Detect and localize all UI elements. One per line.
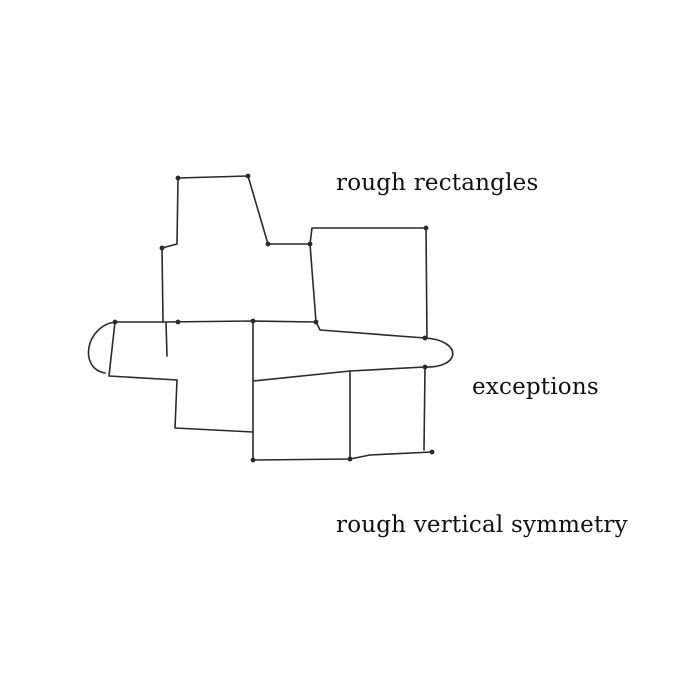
vertex-dot bbox=[422, 364, 428, 370]
rough-rectangles-label: rough rectangles bbox=[336, 170, 539, 196]
vertex-dot bbox=[313, 319, 319, 325]
vertex-dot bbox=[175, 175, 181, 181]
vertex-dot bbox=[159, 245, 165, 251]
exceptions-label: exceptions bbox=[472, 374, 599, 400]
main-horizontal-band-outline bbox=[114, 320, 426, 339]
inner-dividing-line bbox=[252, 366, 426, 382]
right-tall-rectangle-outline bbox=[309, 227, 428, 339]
right-rounded-end-cap bbox=[424, 337, 454, 368]
vertex-dot bbox=[175, 319, 181, 325]
left-rounded-end-cap bbox=[87, 321, 116, 374]
vertex-dot bbox=[423, 225, 429, 231]
vertex-dot bbox=[422, 335, 428, 341]
right-lower-rectangle-outline bbox=[252, 366, 433, 461]
vertex-dot bbox=[307, 241, 313, 247]
vertex-dot bbox=[250, 318, 256, 324]
vertex-dot bbox=[347, 456, 353, 462]
band-tick-mark bbox=[165, 321, 168, 357]
vertex-dot bbox=[429, 449, 435, 455]
rough-vertical-symmetry-label: rough vertical symmetry bbox=[336, 512, 628, 538]
left-end-vertical-edge bbox=[108, 321, 178, 381]
vertex-dot bbox=[250, 457, 256, 463]
left-lower-rectangle-outline bbox=[174, 379, 254, 433]
top-left-tower-outline bbox=[161, 175, 311, 323]
vertex-dot bbox=[265, 241, 271, 247]
vertex-dot bbox=[245, 173, 251, 179]
vertex-dot bbox=[112, 319, 118, 325]
